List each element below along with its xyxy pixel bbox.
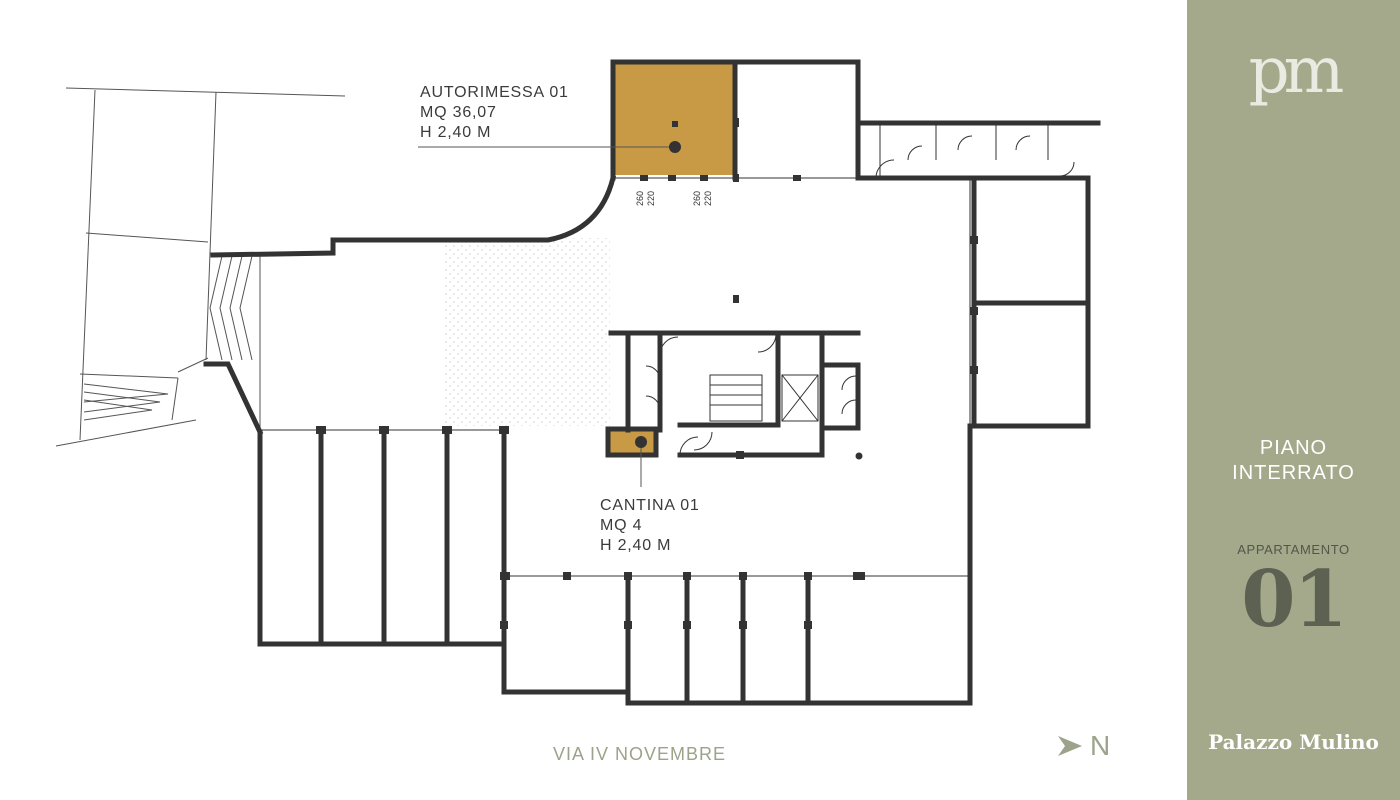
floor-title: PIANO INTERRATO bbox=[1187, 436, 1400, 486]
street-name: VIA IV NOVEMBRE bbox=[553, 744, 727, 764]
north-letter: N bbox=[1090, 730, 1111, 761]
garage-highlight bbox=[613, 63, 735, 175]
cellar-name: CANTINA 01 bbox=[600, 497, 700, 514]
columns bbox=[316, 118, 978, 629]
neighbour-building bbox=[55, 87, 346, 447]
floor-plan: 260 220 260 220 AUTORIMESSA 01 MQ 36,07 … bbox=[55, 59, 1111, 764]
north-indicator: N bbox=[1056, 730, 1110, 762]
garage-name: AUTORIMESSA 01 bbox=[420, 84, 569, 101]
walls bbox=[203, 59, 1101, 706]
unit-number: 01 bbox=[1241, 554, 1348, 645]
sidebar: pm PIANO INTERRATO APPARTAMENTO 01 Palaz… bbox=[1187, 0, 1400, 800]
cellar-area: MQ 4 bbox=[600, 517, 643, 534]
north-arrow-icon bbox=[1058, 736, 1082, 756]
dim-label-2: 220 bbox=[646, 191, 656, 206]
cellar-highlight bbox=[608, 429, 656, 454]
dim-label-3: 260 bbox=[692, 191, 702, 206]
floor-plan-drawing: 260 220 260 220 bbox=[55, 59, 1101, 706]
cellar-label: CANTINA 01 MQ 4 H 2,40 M bbox=[600, 496, 700, 556]
garage-marker bbox=[418, 141, 681, 153]
ramp-area bbox=[445, 238, 610, 426]
garage-height: H 2,40 M bbox=[420, 124, 492, 141]
dimension-labels: 260 220 260 220 bbox=[635, 191, 713, 206]
dim-label-4: 220 bbox=[703, 191, 713, 206]
brand-logo: pm bbox=[1248, 34, 1345, 108]
garage-label: AUTORIMESSA 01 MQ 36,07 H 2,40 M bbox=[420, 83, 569, 143]
dim-label-1: 260 bbox=[635, 191, 645, 206]
unit-label: APPARTAMENTO bbox=[1237, 542, 1350, 557]
cellar-marker bbox=[635, 436, 647, 487]
cellar-height: H 2,40 M bbox=[600, 537, 672, 554]
floor-title-line-2: INTERRATO bbox=[1232, 462, 1355, 484]
brand-name: Palazzo Mulino bbox=[1208, 730, 1379, 754]
floor-title-line-1: PIANO bbox=[1259, 437, 1328, 459]
garage-area: MQ 36,07 bbox=[420, 104, 497, 121]
